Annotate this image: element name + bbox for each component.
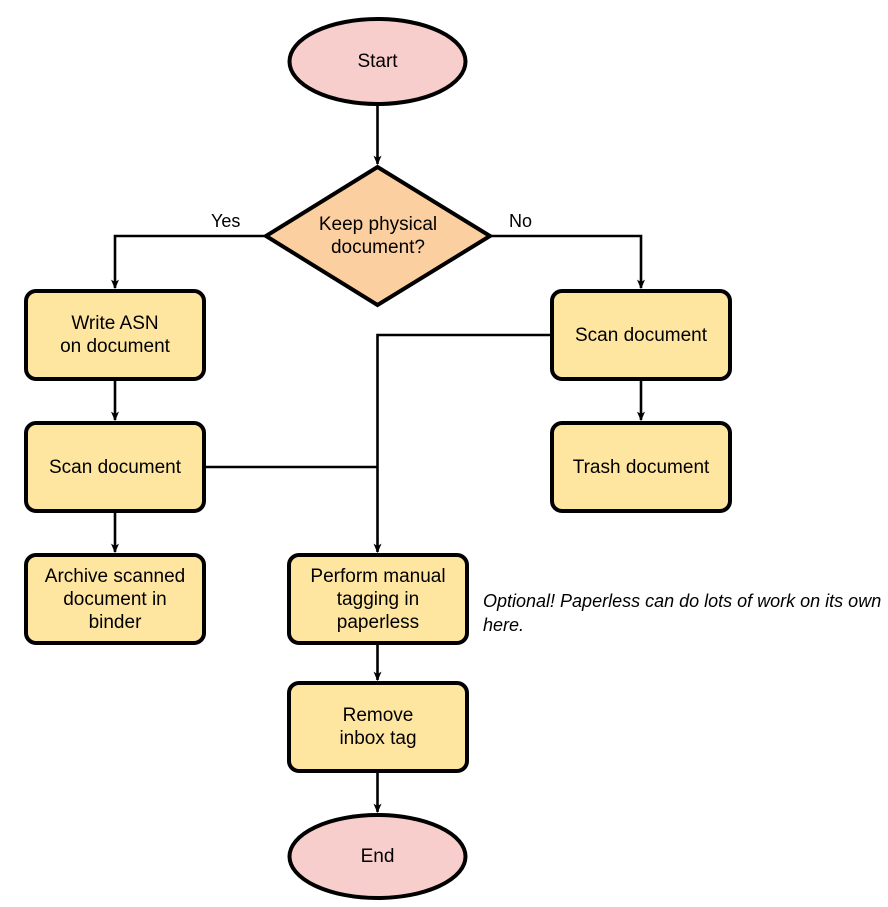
node-manual-tagging-shape (287, 553, 469, 645)
node-remove-inbox-tag-shape (287, 681, 469, 773)
edge-label-yes: Yes (211, 211, 241, 231)
annotation-optional-note: Optional! Paperless can do lots of work … (483, 591, 882, 635)
node-start-shape (287, 17, 468, 106)
node-trash-document-shape (550, 421, 732, 513)
edge-decision-yes-to-write-asn (111, 234, 266, 290)
node-decision-keep-physical-shape (262, 164, 494, 308)
node-scan-document-right-shape (550, 289, 732, 381)
node-write-asn-shape (24, 289, 206, 381)
node-archive-binder-shape (24, 553, 206, 645)
edge-decision-no-to-scan-right (490, 234, 645, 290)
node-scan-document-left-shape (24, 421, 206, 513)
edge-label-no: No (509, 211, 533, 231)
edge-scan-right-to-manual-tagging (373, 333, 552, 554)
node-end-shape (287, 813, 468, 900)
